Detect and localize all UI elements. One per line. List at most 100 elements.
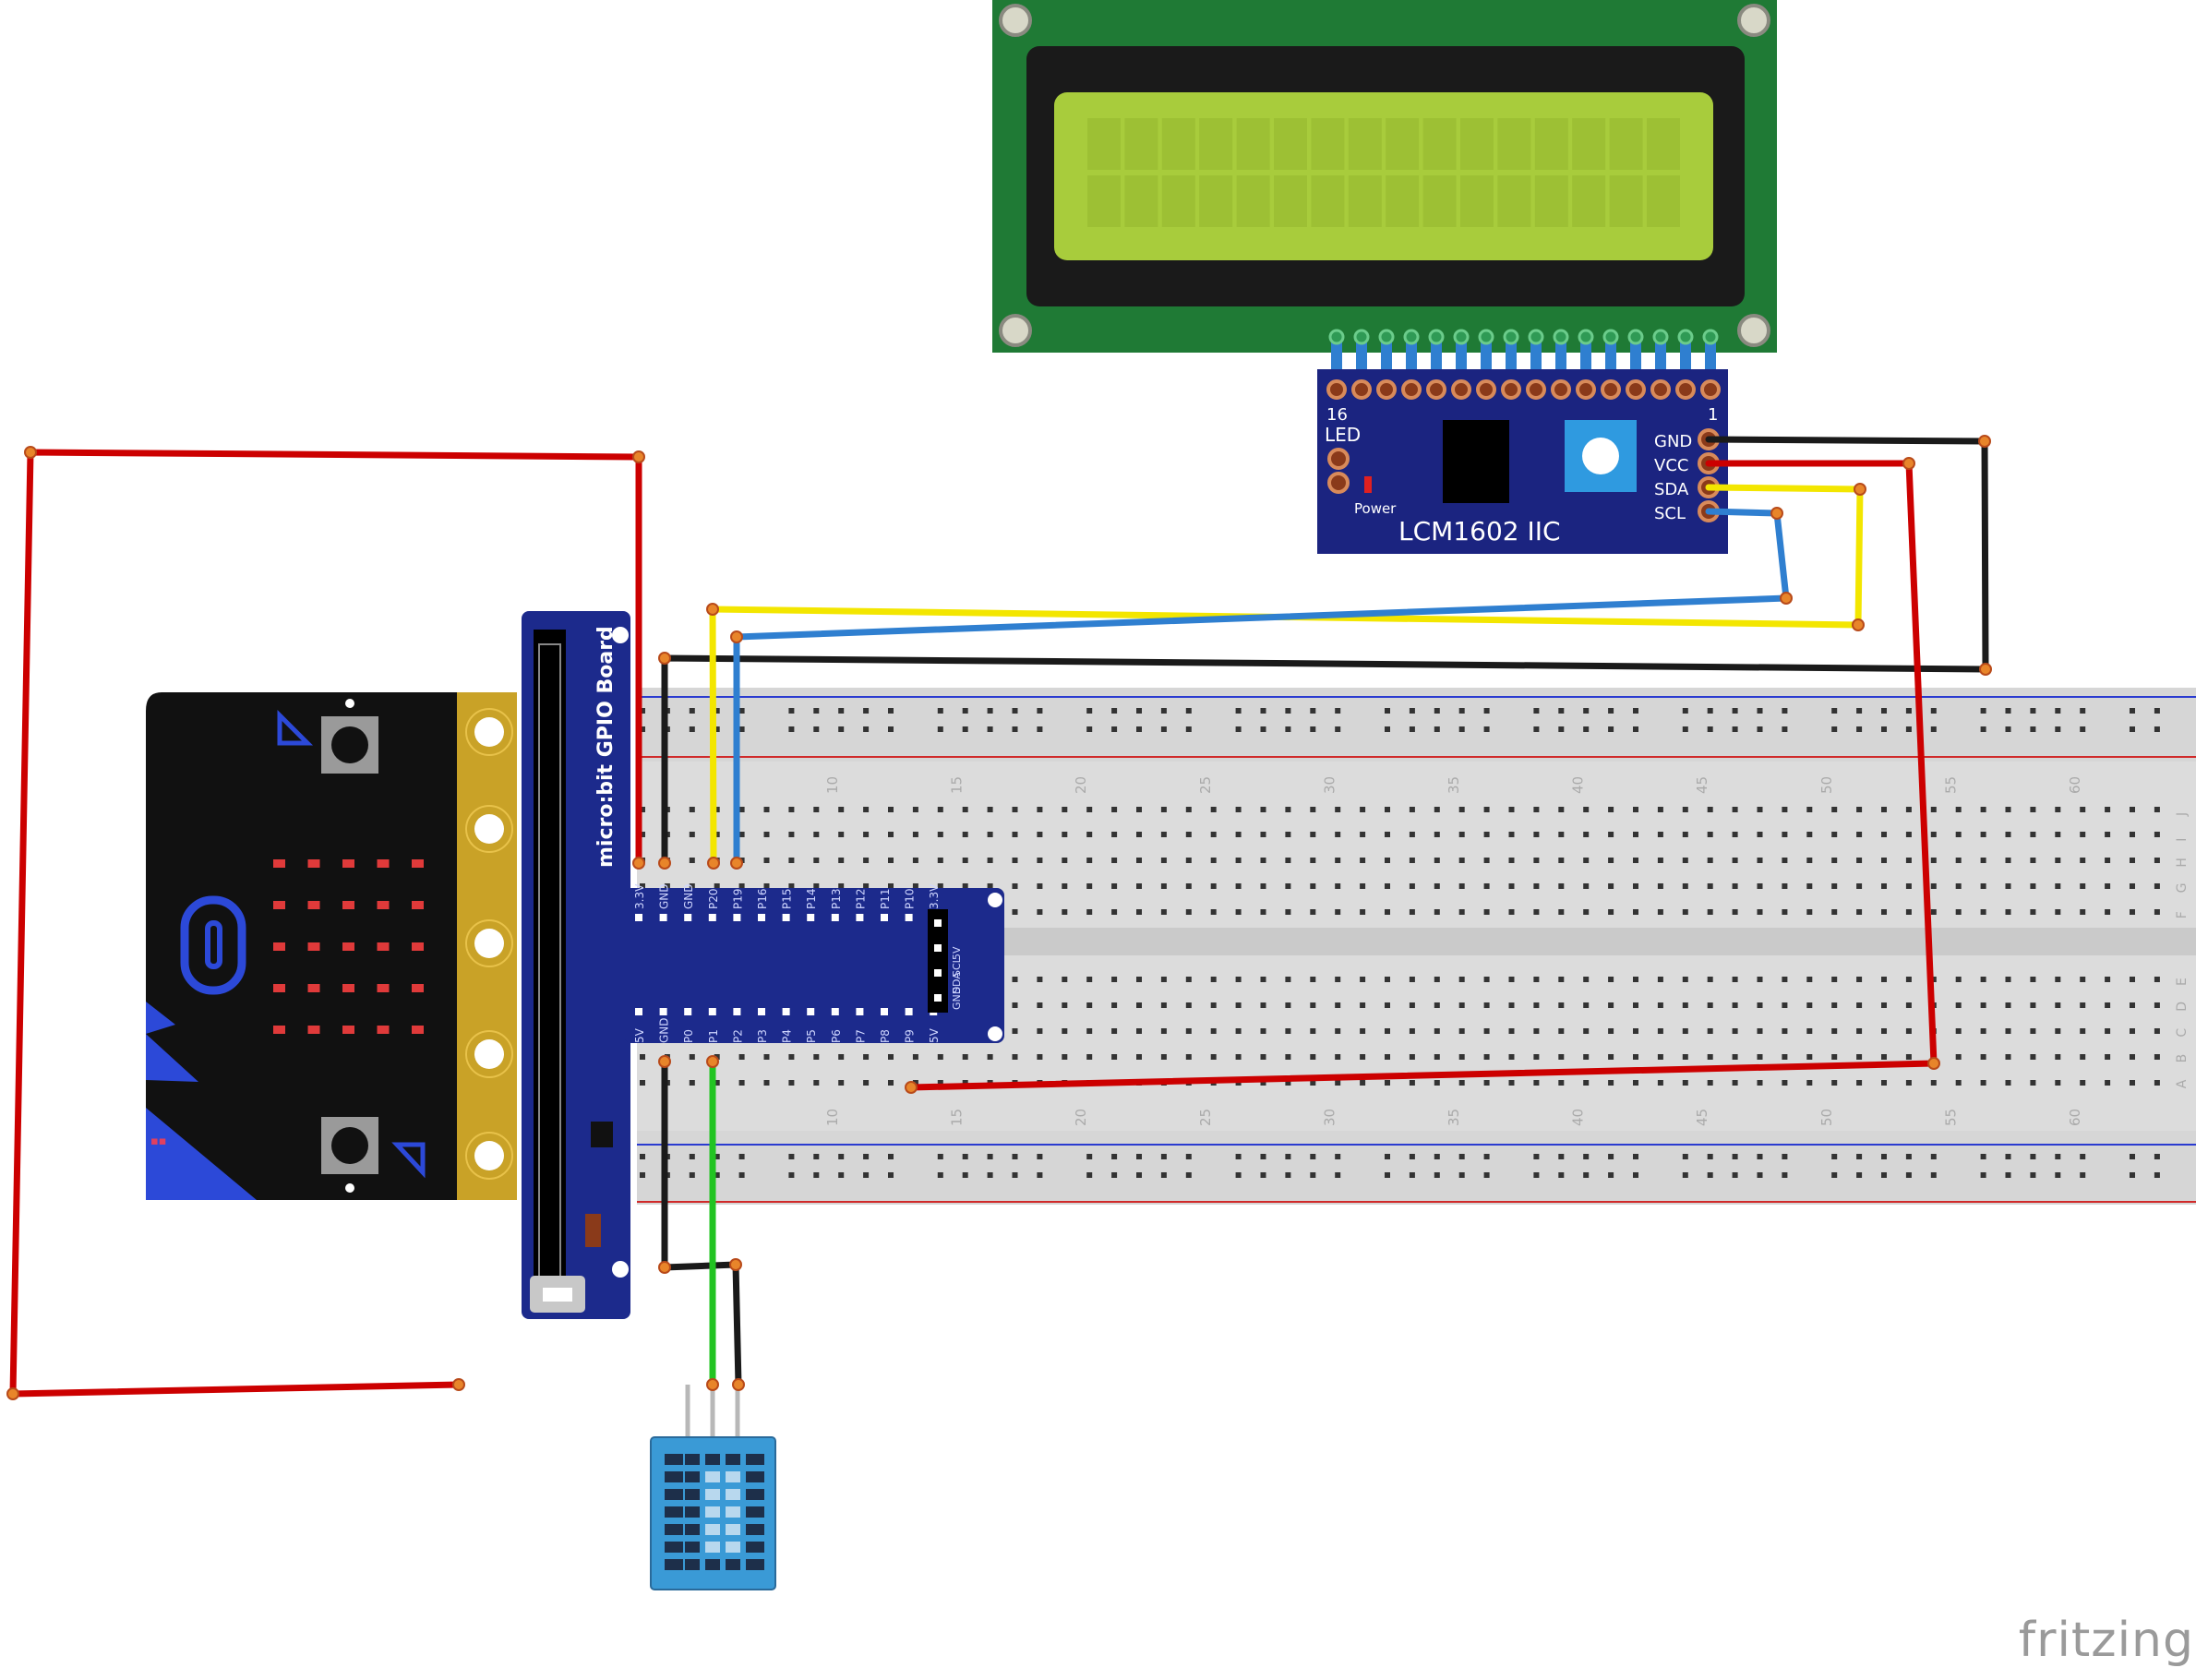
wire-endpoint[interactable] [732,1378,745,1391]
wire-endpoint[interactable] [706,1378,719,1391]
terminal-hole [689,1054,695,1060]
vent-slot [705,1506,720,1518]
wire-endpoint[interactable] [658,652,671,665]
wire-endpoint[interactable] [905,1081,918,1094]
terminal-hole [987,832,993,837]
terminal-hole [1608,858,1614,863]
button-a-marker [277,709,314,746]
wire-red-lcd-vcc [907,460,1938,1091]
column-number: 25 [1197,1109,1214,1126]
terminal-hole [1385,1054,1390,1060]
terminal-hole [1409,1080,1415,1086]
wire-endpoint[interactable] [452,1378,465,1391]
terminal-hole [1657,977,1663,982]
i2c-pad [1526,379,1546,400]
terminal-hole [1260,883,1266,889]
terminal-hole [1136,1028,1142,1034]
terminal-hole [1037,1054,1043,1060]
terminal-hole [2055,1028,2061,1034]
terminal-hole [1285,1002,1291,1008]
terminal-hole [1409,1028,1415,1034]
terminal-hole [1409,807,1415,812]
rail-hole [1608,1172,1614,1178]
wire-endpoint[interactable] [658,857,671,870]
wire-endpoint[interactable] [658,1055,671,1068]
wire-endpoint[interactable] [1854,483,1866,496]
microbit-corner-graphic [146,1108,257,1200]
terminal-hole [838,1054,845,1060]
terminal-hole [1955,832,1962,837]
rail-hole [1111,1172,1118,1178]
terminal-hole [1335,858,1341,863]
wire-endpoint[interactable] [632,450,645,463]
lcd-display [992,0,1777,399]
lcd-char-cell [1236,118,1270,170]
led [412,859,424,868]
pin-1-label: 1 [1708,405,1718,425]
terminal-hole [1136,832,1142,837]
lcd-char-cell [1274,175,1307,227]
terminal-hole [1980,858,1986,863]
button-a-cap[interactable] [331,726,368,763]
rail-hole [2080,726,2086,732]
wire-endpoint[interactable] [24,446,37,459]
wire-endpoint[interactable] [6,1387,19,1400]
terminal-hole [2130,1054,2135,1060]
wire-endpoint[interactable] [706,1055,719,1068]
rail-hole [2005,726,2011,732]
terminal-hole [1955,883,1962,889]
wire-endpoint[interactable] [1978,435,1991,448]
rail-hole [1483,1172,1490,1178]
rail-hole [813,726,820,732]
gpio-bottom-pin-label: P2 [731,1029,744,1043]
wire-endpoint[interactable] [658,1261,671,1274]
terminal-hole [1682,858,1688,863]
terminal-hole [838,1080,845,1086]
lcd-char-cell [1647,175,1680,227]
terminal-hole [2055,1002,2061,1008]
terminal-hole [763,1054,770,1060]
row-letter: I [2175,838,2190,842]
terminal-hole [1086,883,1093,889]
wire-endpoint[interactable] [730,630,743,643]
gpio-bottom-pin-label: P8 [879,1029,892,1043]
i2c-backpack: 16 1 LED Power LCM1602 IIC GND VCC SDA S… [1317,369,1728,554]
terminal-hole [1856,832,1863,837]
wire-endpoint[interactable] [1852,618,1865,631]
wire-endpoint[interactable] [632,857,645,870]
wire-endpoint[interactable] [1770,507,1783,520]
terminal-hole [2080,858,2086,863]
vent-slot [746,1542,764,1553]
terminal-hole [1508,832,1515,837]
rail-hole [2005,708,2011,714]
terminal-hole [1732,1002,1738,1008]
terminal-hole [1434,1054,1440,1060]
gpio-board-title: micro:bit GPIO Board [594,626,618,868]
terminal-hole [1434,1028,1440,1034]
wire-endpoint[interactable] [730,857,743,870]
wire-endpoint[interactable] [1979,663,1992,676]
wire-endpoint[interactable] [1780,592,1793,605]
terminal-hole [937,883,943,889]
terminal-hole [1037,1002,1043,1008]
terminal-hole [962,1054,968,1060]
terminal-hole [2080,1002,2086,1008]
wire-endpoint[interactable] [1902,457,1915,470]
button-b-cap[interactable] [331,1127,368,1164]
potentiometer-knob [1582,438,1619,474]
wire-endpoint[interactable] [729,1258,742,1271]
wire-endpoint[interactable] [1927,1057,1940,1070]
terminal-hole [1210,909,1217,915]
terminal-hole [1806,1028,1813,1034]
led [307,984,320,992]
vent-slot [746,1559,764,1570]
wire-endpoint[interactable] [706,603,719,616]
terminal-hole [888,858,894,863]
led [307,1026,320,1034]
terminal-hole [1707,1054,1713,1060]
wire-endpoint[interactable] [707,857,720,870]
terminal-hole [788,1080,795,1086]
terminal-hole [1980,832,1986,837]
gpio-top-pin-label: 3.3V [633,883,646,909]
